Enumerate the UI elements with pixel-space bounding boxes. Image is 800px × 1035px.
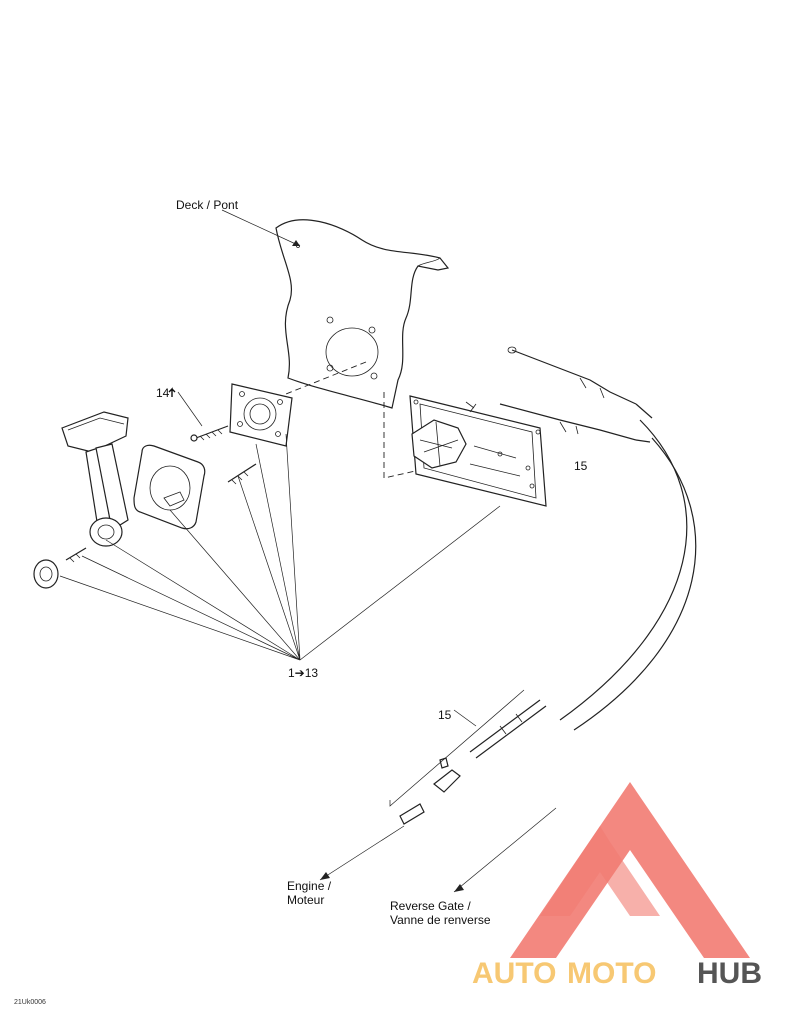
label-engine-line1: Engine / — [287, 879, 332, 893]
deck-hidden-lines — [285, 361, 421, 479]
deck-panel — [275, 219, 450, 409]
cable-sheath — [559, 419, 697, 731]
watermark-text-auto: AUTO — [472, 957, 556, 990]
cable-lower-end — [399, 699, 547, 825]
watermark-text-hub: HUB — [697, 957, 762, 990]
screw-upper — [190, 425, 229, 442]
label-item-range: 1➔13 — [288, 666, 318, 680]
watermark-logo: AUTO MOTO HUB — [472, 782, 762, 990]
arrowheads — [292, 240, 464, 892]
label-item-15-upper: 15 — [574, 459, 588, 473]
label-engine-line2: Moteur — [287, 893, 324, 907]
figure-code: 21Uk0006 — [14, 999, 46, 1006]
leader-lines — [59, 209, 557, 893]
label-item-14: 14 — [156, 386, 170, 400]
throttle-lever — [61, 411, 129, 547]
mounting-plate — [229, 383, 293, 447]
cable-upper-rods — [499, 346, 653, 443]
label-reverse-line1: Reverse Gate / — [390, 899, 471, 913]
label-deck: Deck / Pont — [176, 198, 239, 212]
control-mechanism — [409, 395, 547, 507]
label-reverse-line2: Vanne de renverse — [390, 913, 491, 927]
watermark-triangle-icon — [510, 782, 750, 958]
cover-bezel — [133, 444, 206, 530]
washer — [33, 559, 59, 589]
lever-screw — [65, 547, 87, 563]
watermark-text-moto: MOTO — [567, 957, 656, 990]
label-item-15-lower: 15 — [438, 708, 452, 722]
screw-lower — [227, 463, 257, 485]
up-arrow-icon — [168, 387, 176, 397]
